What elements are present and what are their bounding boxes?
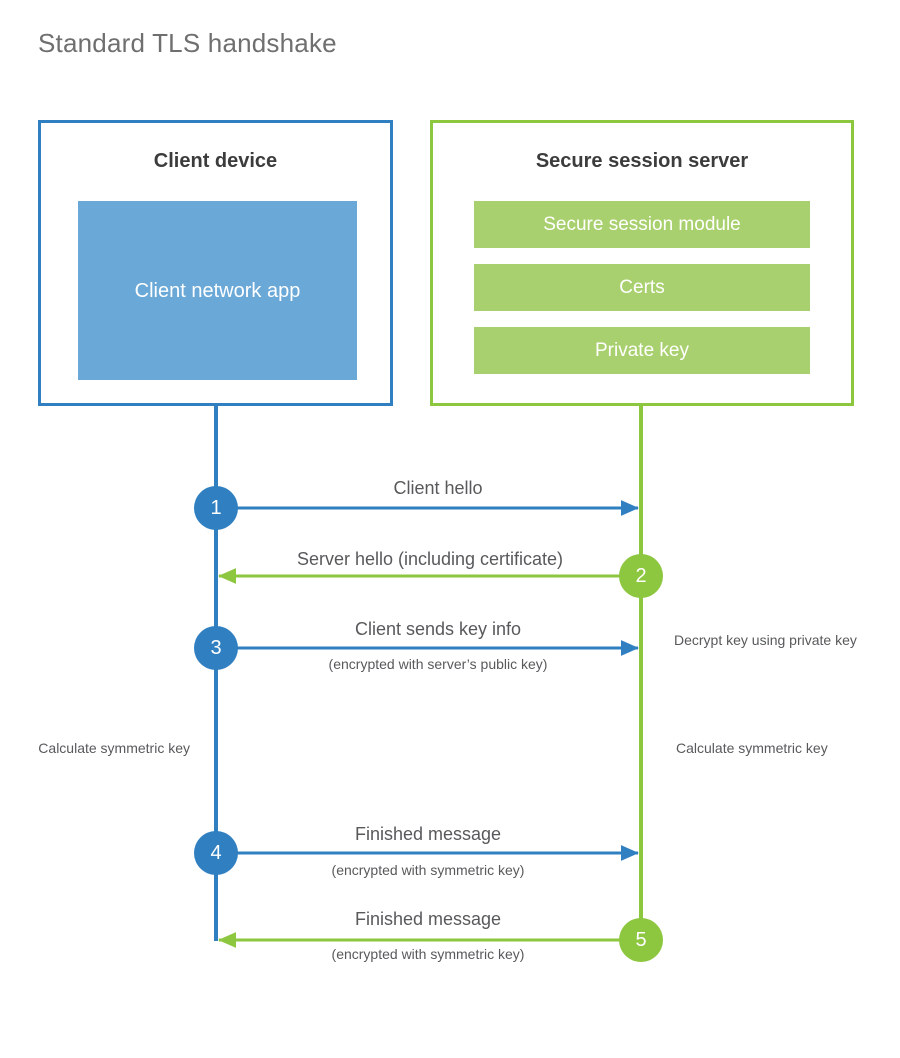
client-network-app-block: Client network app bbox=[78, 201, 357, 380]
step-marker-4[interactable]: 4 bbox=[194, 831, 238, 875]
step-3-sublabel: (encrypted with server’s public key) bbox=[328, 656, 548, 672]
page-title: Standard TLS handshake bbox=[38, 28, 337, 58]
step-4-sublabel: (encrypted with symmetric key) bbox=[331, 862, 525, 878]
step-marker-3[interactable]: 3 bbox=[194, 626, 238, 670]
step-5-label: Finished message bbox=[354, 909, 502, 929]
step-1-label: Client hello bbox=[393, 478, 483, 498]
secure-session-server-box: Secure session server Secure session mod… bbox=[430, 120, 854, 406]
client-device-box: Client device Client network app bbox=[38, 120, 393, 406]
server-module-secure-session-module: Secure session module bbox=[474, 201, 810, 248]
step-4-label: Finished message bbox=[354, 824, 502, 844]
step-2-label: Server hello (including certificate) bbox=[296, 549, 564, 569]
annotation-decrypt-key: Decrypt key using private key bbox=[674, 632, 857, 648]
step-marker-5[interactable]: 5 bbox=[619, 918, 663, 962]
secure-session-server-title: Secure session server bbox=[535, 150, 749, 172]
server-module-certs: Certs bbox=[474, 264, 810, 311]
annotation-client-calculate-symmetric-key: Calculate symmetric key bbox=[38, 740, 190, 756]
step-marker-1[interactable]: 1 bbox=[194, 486, 238, 530]
step-3-label: Client sends key info bbox=[354, 619, 522, 639]
step-5-sublabel: (encrypted with symmetric key) bbox=[331, 946, 525, 962]
server-module-private-key: Private key bbox=[474, 327, 810, 374]
client-device-title: Client device bbox=[153, 150, 278, 172]
annotation-server-calculate-symmetric-key: Calculate symmetric key bbox=[676, 740, 828, 756]
step-marker-2[interactable]: 2 bbox=[619, 554, 663, 598]
